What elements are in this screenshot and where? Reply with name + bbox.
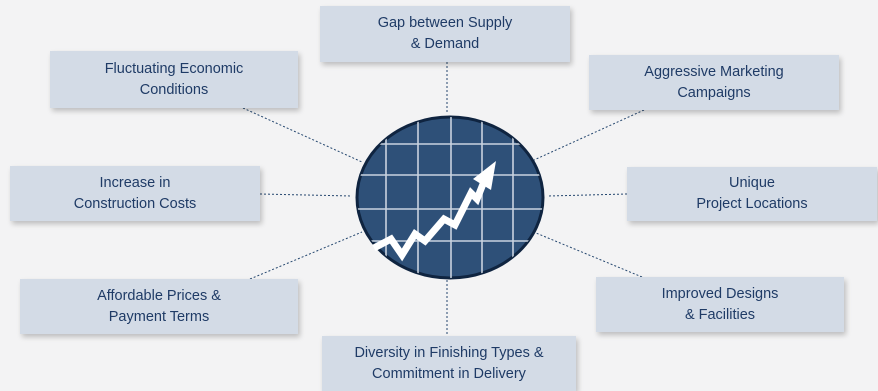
connector-middle-right: [547, 193, 628, 197]
hub-circle: [355, 115, 545, 280]
trend-arrow: [372, 161, 496, 262]
connector-middle-left: [259, 193, 353, 197]
factor-marketing-campaigns: Aggressive Marketing Campaigns: [589, 55, 839, 110]
factor-designs-facilities: Improved Designs & Facilities: [596, 277, 844, 332]
connector-top-left: [242, 107, 363, 163]
growth-chart-icon: [355, 115, 545, 280]
node-label: Diversity in Finishing Types & Commitmen…: [354, 344, 544, 382]
connector-bottom-left: [249, 231, 363, 280]
factor-prices-payment-terms: Affordable Prices & Payment Terms: [20, 279, 298, 334]
factor-finishing-delivery: Diversity in Finishing Types & Commitmen…: [322, 336, 576, 391]
node-label: Affordable Prices & Payment Terms: [97, 287, 221, 325]
factor-construction-costs: Increase in Construction Costs: [10, 166, 260, 221]
factor-supply-demand-gap: Gap between Supply & Demand: [320, 6, 570, 62]
node-label: Increase in Construction Costs: [73, 174, 197, 212]
node-label: Aggressive Marketing Campaigns: [644, 63, 784, 101]
factor-economic-conditions: Fluctuating Economic Conditions: [50, 51, 298, 108]
connector-top-right: [533, 109, 645, 161]
connector-bottom-right: [535, 232, 643, 278]
node-label: Unique Project Locations: [696, 175, 808, 212]
factor-project-locations: Unique Project Locations: [627, 167, 877, 221]
node-label: Fluctuating Economic Conditions: [104, 60, 244, 98]
node-label: Gap between Supply & Demand: [377, 15, 513, 52]
node-label: Improved Designs & Facilities: [661, 285, 779, 323]
